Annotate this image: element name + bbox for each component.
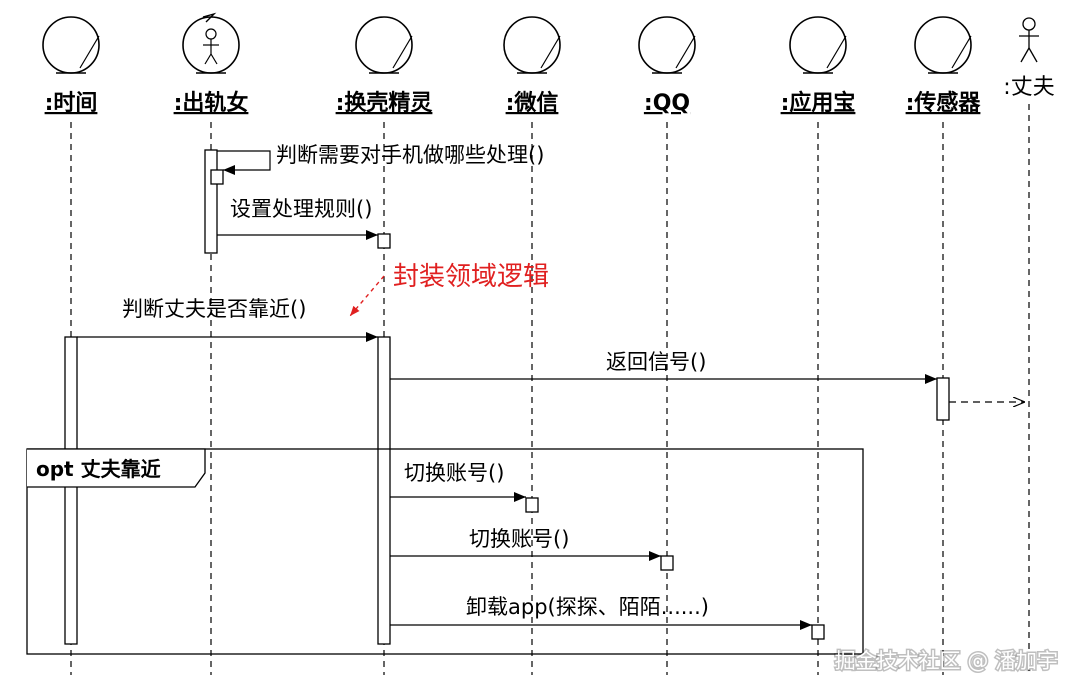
lifeline-label-sensor: :传感器 <box>906 90 982 116</box>
lifeline-label-shell-sprite: :换壳精灵 <box>336 90 433 116</box>
message-arrow-self-judge <box>217 150 271 175</box>
activation-bars <box>64 149 950 645</box>
annotation-arrow <box>349 275 385 317</box>
opt-fragment-label: opt 丈夫靠近 <box>36 457 161 481</box>
activation-sprite-rules <box>377 233 391 249</box>
activation-sensor <box>936 377 950 421</box>
lifeline-label-time: :时间 <box>45 91 98 116</box>
activation-qq <box>660 555 674 571</box>
lifeline-head-time <box>42 16 100 74</box>
activation-wechat <box>525 497 539 513</box>
opt-fragment <box>26 448 864 655</box>
activation-mistress-self <box>210 169 224 185</box>
opt-fragment-tab <box>27 448 206 488</box>
activation-sprite-main <box>377 336 391 645</box>
activation-app-store <box>811 624 825 640</box>
activation-time <box>64 336 78 645</box>
watermark: 掘金技术社区 @ 潘加宇 <box>835 649 1058 673</box>
message-label-return-signal: 返回信号() <box>606 350 706 374</box>
message-label-switch-qq: 切换账号() <box>469 527 569 551</box>
lifeline-label-mistress: :出轨女 <box>174 90 249 116</box>
actor-icon-husband <box>1019 17 1039 63</box>
lifeline-head-app-store <box>789 16 847 74</box>
message-label-self-judge: 判断需要对手机做哪些处理() <box>276 143 544 167</box>
lifeline-label-wechat: :微信 <box>506 90 559 116</box>
message-label-judge-husband: 判断丈夫是否靠近() <box>122 297 306 321</box>
lifeline-label-qq: :QQ <box>644 91 690 116</box>
annotation-domain-logic: 封装领域逻辑 <box>393 262 549 292</box>
message-label-uninstall: 卸载app(探探、陌陌......) <box>466 595 709 619</box>
message-label-set-rules: 设置处理规则() <box>230 197 372 221</box>
activation-mistress <box>204 149 218 254</box>
lifeline-label-app-store: :应用宝 <box>781 90 856 116</box>
lifeline-head-sensor <box>914 16 972 74</box>
lifeline-head-shell-sprite <box>355 16 413 74</box>
message-label-switch-wechat: 切换账号() <box>404 461 504 485</box>
lifeline-head-mistress <box>182 12 240 74</box>
lifeline-head-qq <box>638 16 696 74</box>
lifeline-label-husband: :丈夫 <box>1003 75 1054 100</box>
lifeline-head-wechat <box>503 16 561 74</box>
